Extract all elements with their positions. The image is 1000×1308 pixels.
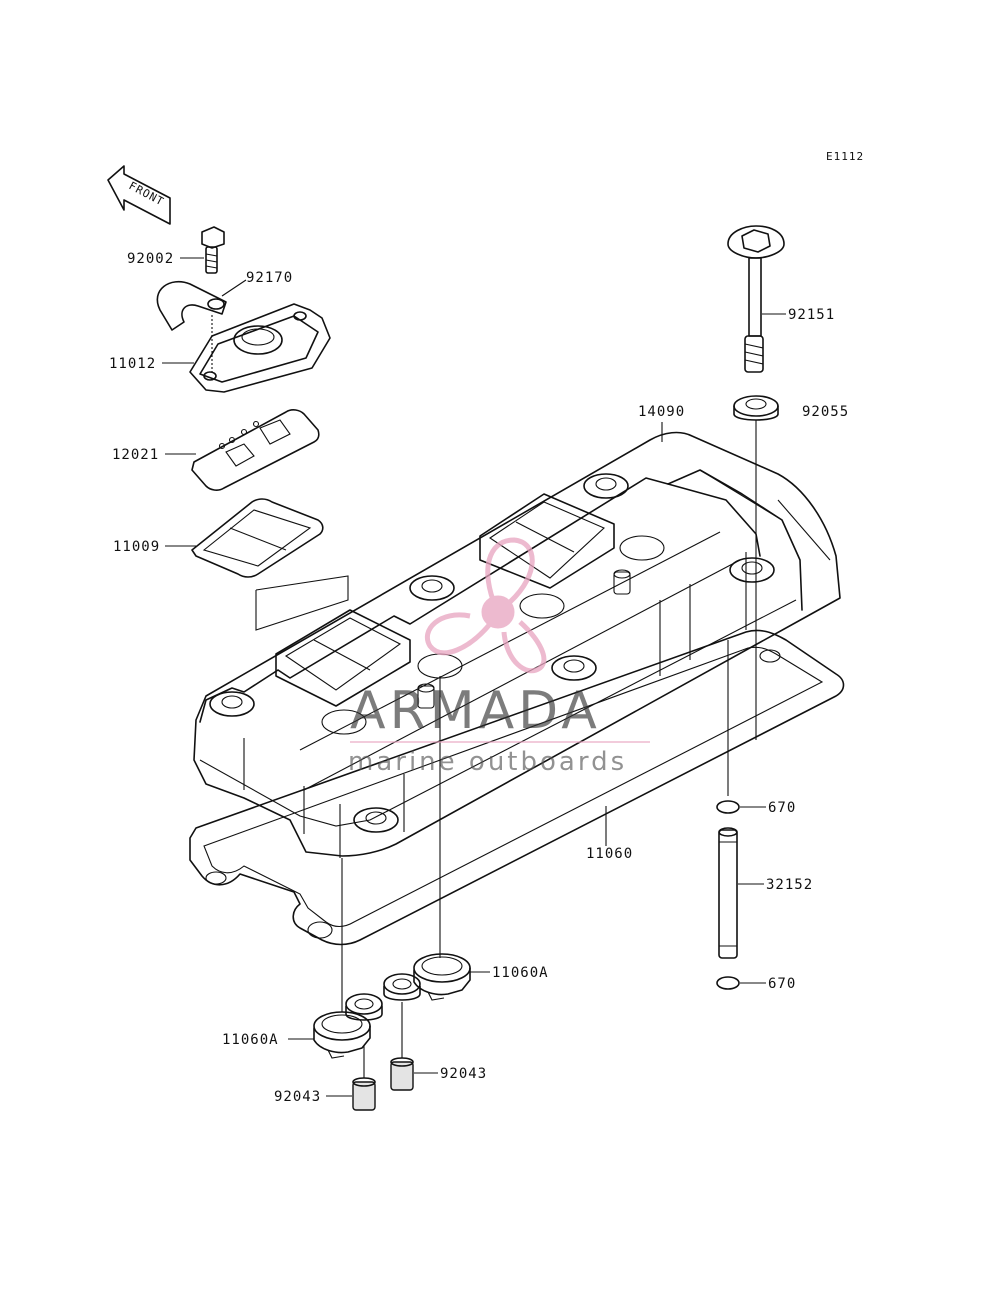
- label-11060: 11060: [586, 846, 633, 862]
- head-gasket-11060: [189, 629, 845, 946]
- label-11012: 11012: [109, 356, 156, 372]
- o-ring-670-bottom: [716, 976, 740, 990]
- o-ring-670-top: [716, 800, 740, 814]
- label-92043-right: 92043: [440, 1066, 487, 1082]
- oil-seal-right: [383, 973, 421, 1001]
- watermark-tagline: marine outboards: [348, 747, 627, 777]
- label-11009: 11009: [113, 539, 160, 555]
- bolt-92002: [201, 226, 225, 274]
- front-arrow-icon: FRONT: [107, 165, 171, 225]
- clamp-92170: [156, 280, 227, 331]
- label-92002: 92002: [127, 251, 174, 267]
- gasket-guide-lines: [255, 575, 349, 631]
- pipe-32152: [718, 827, 738, 959]
- leader-92170: [221, 279, 247, 297]
- grommet-92055: [733, 395, 779, 421]
- oil-seal-left: [345, 993, 383, 1021]
- label-14090: 14090: [638, 404, 685, 420]
- label-32152: 32152: [766, 877, 813, 893]
- diagram-code: E1112: [826, 150, 864, 163]
- breather-cover-11012: [189, 303, 331, 393]
- watermark-brand: ARMADA: [350, 681, 601, 741]
- gasket-11009: [191, 498, 324, 578]
- label-670-bottom: 670: [768, 976, 796, 992]
- label-670-top: 670: [768, 800, 796, 816]
- seal-11060A-left: [313, 1011, 371, 1059]
- watermark: ARMADA marine outboards: [348, 537, 650, 777]
- plate-12021: [191, 409, 320, 491]
- label-11060A-right: 11060A: [492, 965, 549, 981]
- sleeve-92043-right: [390, 1057, 414, 1091]
- label-92151: 92151: [788, 307, 835, 323]
- valve-cover-14090: [193, 431, 841, 858]
- bolt-92151: [727, 225, 785, 373]
- propeller-logo-icon: [425, 537, 547, 674]
- label-92170: 92170: [246, 270, 293, 286]
- sleeve-92043-left: [352, 1077, 376, 1111]
- label-92055: 92055: [802, 404, 849, 420]
- label-11060A-left: 11060A: [222, 1032, 279, 1048]
- label-12021: 12021: [112, 447, 159, 463]
- seal-11060A-right: [413, 953, 471, 1001]
- label-92043-left: 92043: [274, 1089, 321, 1105]
